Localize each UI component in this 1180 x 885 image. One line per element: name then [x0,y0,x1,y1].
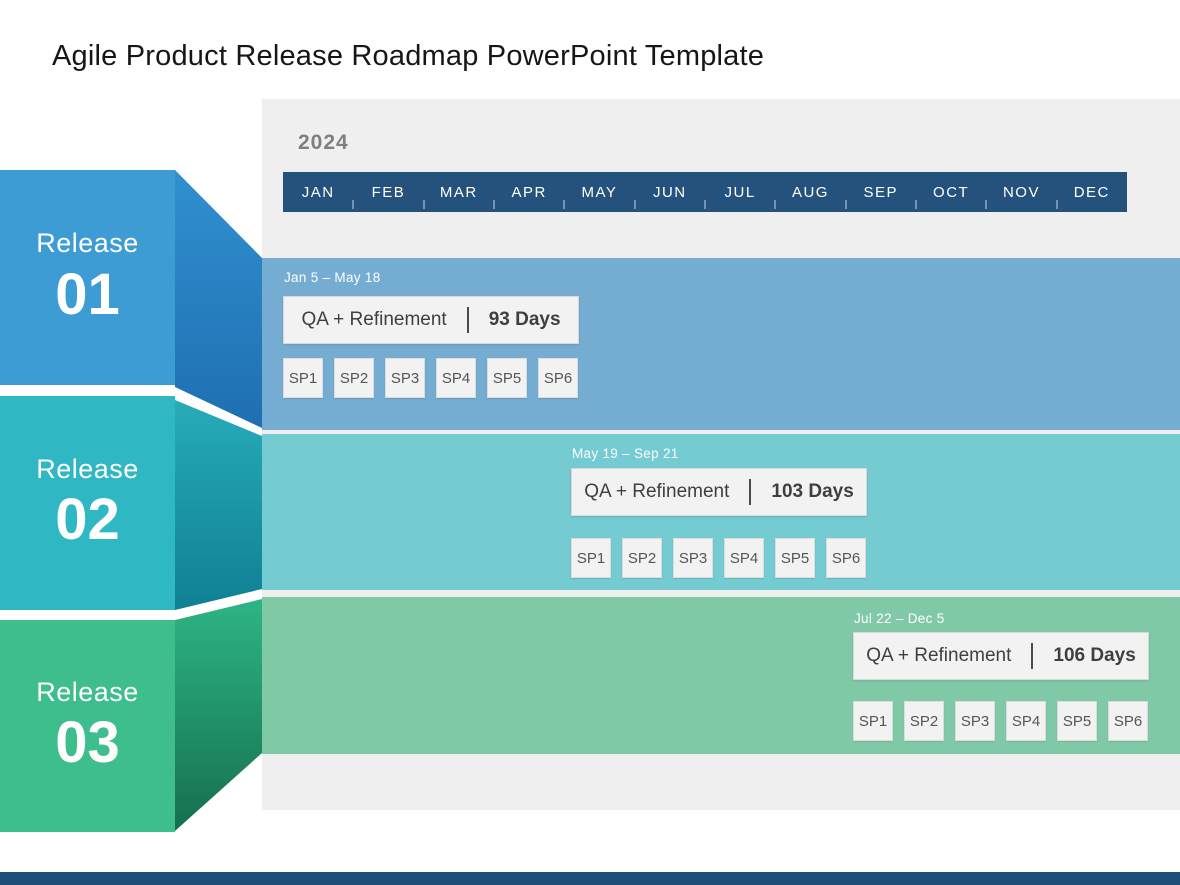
month-may: MAY [563,172,634,212]
release-3-qa-label: QA + Refinement [866,645,1012,666]
sprint-box: SP4 [1006,701,1046,741]
release-1-fold [175,170,262,428]
sprint-box: SP4 [724,538,764,578]
release-2-label: Release [36,453,139,484]
release-3-duration: 106 Days [1053,645,1136,666]
month-jun: JUN [633,172,705,212]
month-bar: JAN FEB MAR APR MAY JUN JUL AUG SEP OCT … [283,172,1127,212]
divider-line [749,479,752,505]
sprint-box: SP1 [283,358,323,398]
release-2-number: 02 [55,487,120,553]
month-mar: MAR [422,172,494,212]
page-title: Agile Product Release Roadmap PowerPoint… [52,40,765,72]
sprint-box: SP6 [1108,701,1148,741]
month-nov: NOV [985,172,1056,212]
release-1-label: Release [36,228,139,259]
sprint-box: SP5 [775,538,815,578]
sprint-box: SP2 [622,538,662,578]
sprint-box: SP1 [853,701,893,741]
release-1-sprint-row: SP1 SP2 SP3 SP4 SP5 SP6 [283,358,578,398]
release-3-date-range: Jul 22 – Dec 5 [854,611,945,626]
month-aug: AUG [774,172,845,212]
sprint-box: SP2 [904,701,944,741]
release-1-number: 01 [55,261,120,327]
sprint-box: SP3 [673,538,713,578]
divider-line [1031,643,1034,669]
release-1-duration: 93 Days [488,309,561,330]
sprint-box: SP5 [487,358,527,398]
sprint-box: SP6 [826,538,866,578]
release-2-sprint-row: SP1 SP2 SP3 SP4 SP5 SP6 [571,538,866,578]
release-3-fold [175,599,262,831]
month-jul: JUL [703,172,775,212]
release-1-qa-label: QA + Refinement [301,309,447,330]
month-apr: APR [492,172,564,212]
month-jan: JAN [301,183,335,201]
sprint-box: SP5 [1057,701,1097,741]
release-1-block: Release 01 [0,170,175,385]
month-feb: FEB [352,172,423,212]
month-oct: OCT [914,172,986,212]
release-3-number: 03 [55,710,120,776]
year-label: 2024 [298,131,349,154]
release-2-duration: 103 Days [771,481,854,502]
release-1-date-range: Jan 5 – May 18 [284,270,381,285]
release-2-qa-label: QA + Refinement [584,481,730,502]
sprint-box: SP3 [385,358,425,398]
release-1-band [262,258,1180,430]
month-sep: SEP [844,172,916,212]
month-dec: DEC [1055,172,1127,212]
release-2-block: Release 02 [0,396,175,610]
release-3-label: Release [36,676,139,707]
sprint-box: SP6 [538,358,578,398]
sprint-box: SP3 [955,701,995,741]
footer-accent-bar [0,872,1180,885]
sprint-box: SP1 [571,538,611,578]
release-3-sprint-row: SP1 SP2 SP3 SP4 SP5 SP6 [853,701,1148,741]
release-2-date-range: May 19 – Sep 21 [572,446,679,461]
release-1-qa-box: QA + Refinement 93 Days [283,296,579,344]
release-3-qa-box: QA + Refinement 106 Days [853,632,1149,680]
release-3-block: Release 03 [0,620,175,832]
release-2-qa-box: QA + Refinement 103 Days [571,468,867,516]
release-2-fold [175,400,262,610]
sprint-box: SP4 [436,358,476,398]
sprint-box: SP2 [334,358,374,398]
divider-line [466,307,469,333]
